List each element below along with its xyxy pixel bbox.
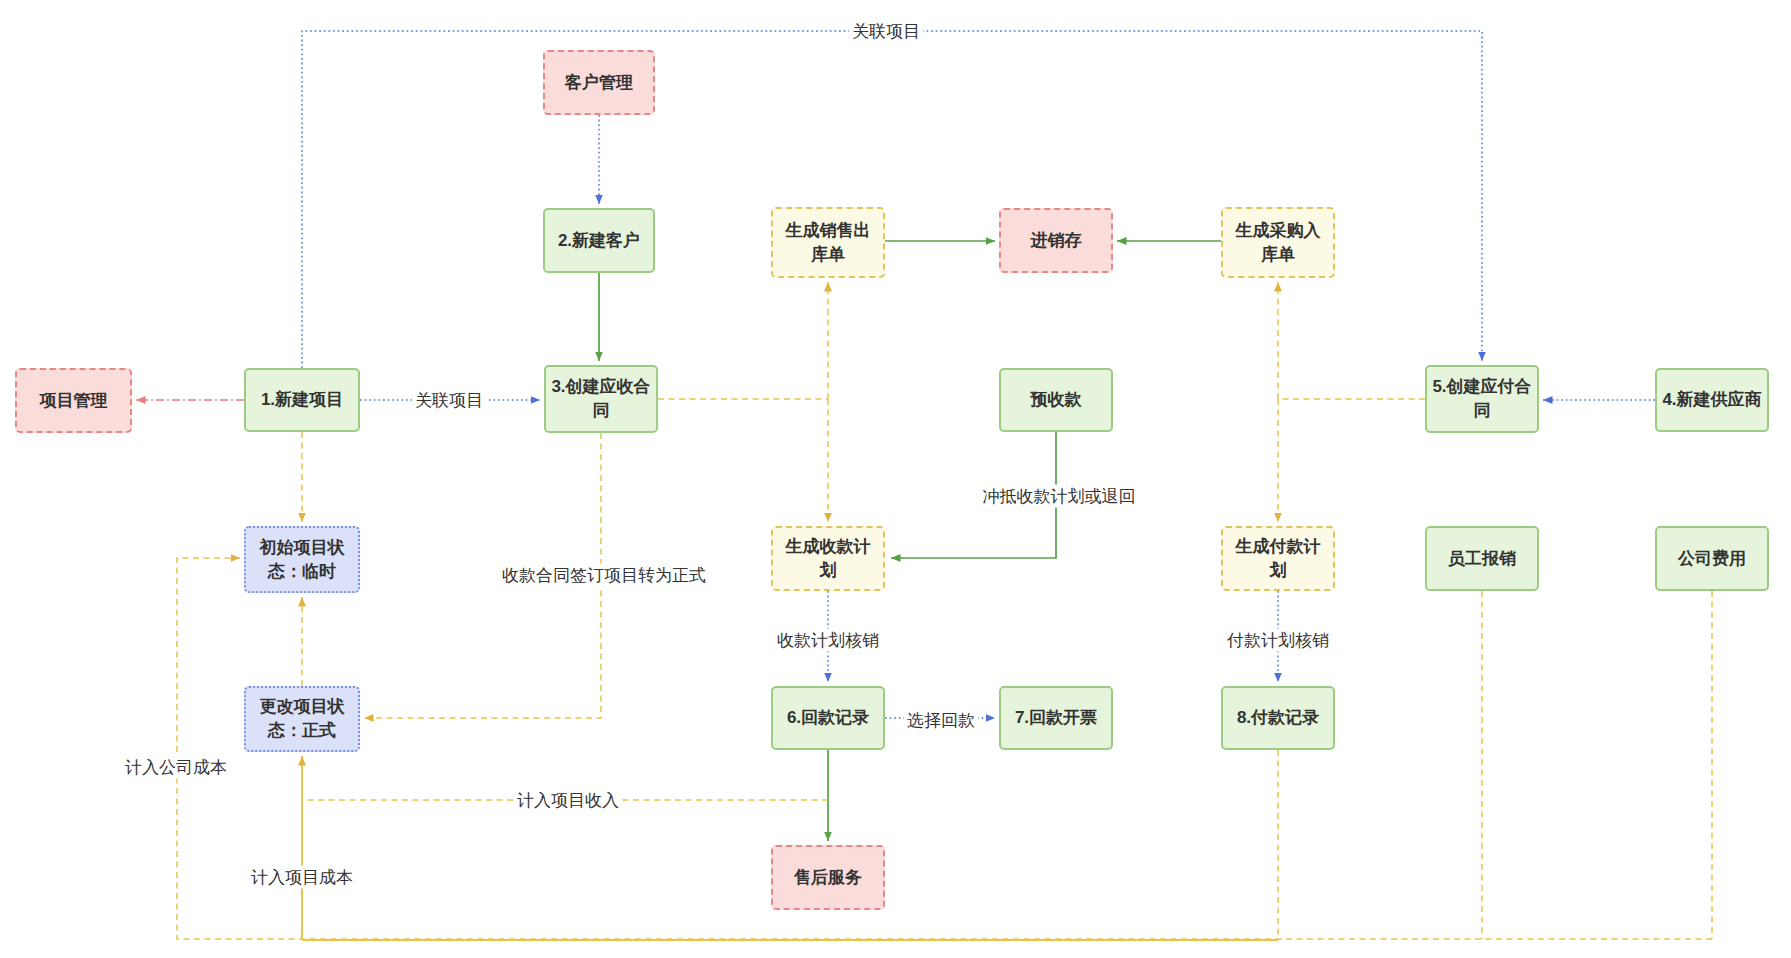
node-payable-contract[interactable]: 5.创建应付合 同 bbox=[1425, 365, 1539, 433]
edge-label-link-project-mid: 关联项目 bbox=[412, 389, 486, 412]
edge-label-link-project-top: 关联项目 bbox=[849, 20, 923, 43]
node-advance-receipt[interactable]: 预收款 bbox=[999, 368, 1113, 432]
node-change-project-status[interactable]: 更改项目状 态：正式 bbox=[244, 686, 360, 752]
edge-label-contract-signed: 收款合同签订项目转为正式 bbox=[499, 564, 709, 587]
node-new-customer[interactable]: 2.新建客户 bbox=[543, 208, 655, 273]
edge-label-offset-or-return: 冲抵收款计划或退回 bbox=[980, 485, 1139, 508]
node-collection-record[interactable]: 6.回款记录 bbox=[771, 686, 885, 750]
node-sales-outbound-order[interactable]: 生成销售出 库单 bbox=[771, 207, 885, 278]
node-employee-reimbursement[interactable]: 员工报销 bbox=[1425, 526, 1539, 591]
edge-label-project-income: 计入项目收入 bbox=[514, 789, 622, 812]
edge-label-company-cost: 计入公司成本 bbox=[122, 756, 230, 779]
node-payment-plan[interactable]: 生成付款计 划 bbox=[1221, 526, 1335, 591]
node-receivable-contract[interactable]: 3.创建应收合 同 bbox=[544, 365, 658, 433]
node-new-supplier[interactable]: 4.新建供应商 bbox=[1655, 368, 1769, 432]
node-collection-plan[interactable]: 生成收款计 划 bbox=[771, 526, 885, 591]
node-payment-record[interactable]: 8.付款记录 bbox=[1221, 686, 1335, 750]
node-initial-project-status[interactable]: 初始项目状 态：临时 bbox=[244, 526, 360, 593]
edge-label-collection-writeoff: 收款计划核销 bbox=[774, 629, 882, 652]
node-new-project[interactable]: 1.新建项目 bbox=[244, 368, 360, 432]
edge-label-project-cost: 计入项目成本 bbox=[248, 866, 356, 889]
node-project-management[interactable]: 项目管理 bbox=[15, 368, 132, 433]
node-customer-management[interactable]: 客户管理 bbox=[543, 50, 655, 115]
edge-label-payment-writeoff: 付款计划核销 bbox=[1224, 629, 1332, 652]
node-after-sales-service[interactable]: 售后服务 bbox=[771, 845, 885, 910]
node-inventory[interactable]: 进销存 bbox=[999, 208, 1113, 273]
node-collection-invoice[interactable]: 7.回款开票 bbox=[999, 686, 1113, 750]
node-company-expense[interactable]: 公司费用 bbox=[1655, 526, 1769, 591]
node-purchase-inbound-order[interactable]: 生成采购入 库单 bbox=[1221, 207, 1335, 278]
edge-label-select-collection: 选择回款 bbox=[904, 709, 978, 732]
